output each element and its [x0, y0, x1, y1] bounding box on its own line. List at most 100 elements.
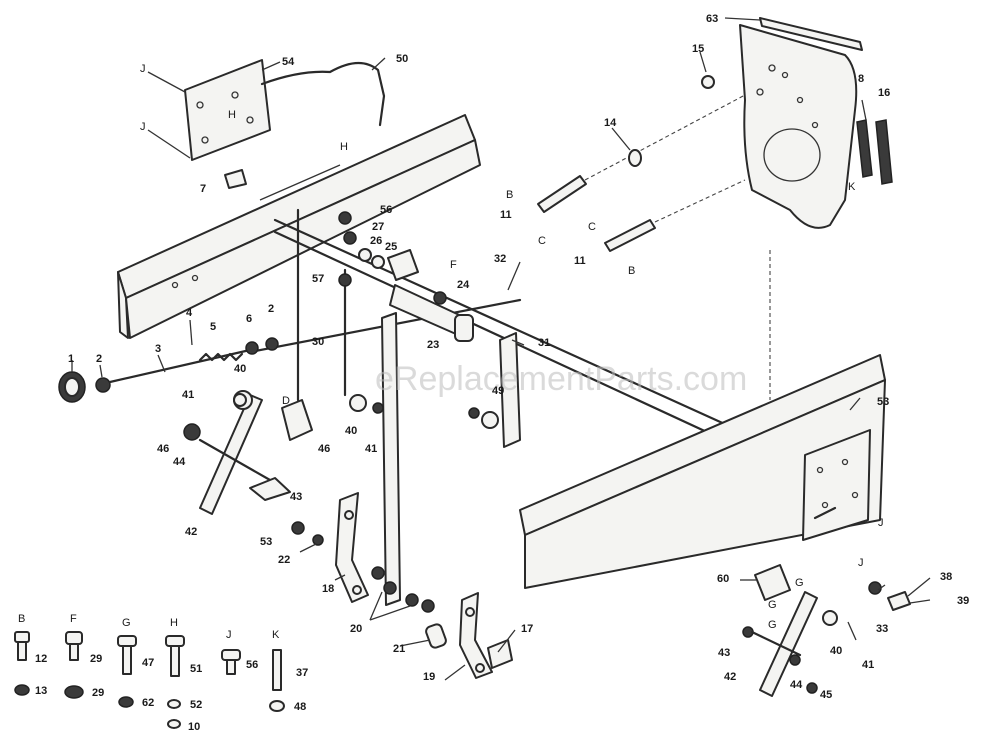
- callout-33: 33: [876, 623, 888, 635]
- tag-b1: B: [506, 189, 513, 201]
- callout-63: 63: [706, 13, 718, 25]
- legend-top-K: 37: [296, 667, 308, 679]
- callout-57: 57: [312, 273, 324, 285]
- callout-25: 25: [385, 241, 397, 253]
- callout-49: 49: [492, 385, 504, 397]
- legend-labels: B 12 13 F 29 29 G 47 62 H 51 52 J 56 10 …: [18, 613, 308, 733]
- callout-27: 27: [372, 221, 384, 233]
- callout-38: 38: [940, 571, 952, 583]
- callout-44b: 44: [790, 679, 803, 691]
- legend-top-F: 29: [90, 653, 102, 665]
- callout-16: 16: [878, 87, 890, 99]
- callout-40c: 40: [830, 645, 842, 657]
- tag-j2: J: [140, 121, 146, 133]
- tag-c2: C: [588, 221, 596, 233]
- top-fasteners: [338, 211, 447, 305]
- callout-2: 2: [96, 353, 102, 365]
- spacer-21: [425, 623, 447, 649]
- bell-crank-18: [335, 492, 369, 603]
- tag-j3: J: [878, 517, 884, 529]
- knob-rod-assembly: [58, 319, 279, 403]
- callout-14: 14: [604, 117, 617, 129]
- callout-43b: 43: [718, 647, 730, 659]
- callout-53b: 53: [877, 396, 889, 408]
- callout-50: 50: [396, 53, 408, 65]
- callout-46b: 46: [318, 443, 330, 455]
- legend-top-G: 47: [142, 657, 154, 669]
- callout-46a: 46: [157, 443, 169, 455]
- callout-40a: 40: [234, 363, 246, 375]
- upper-left-channel: [117, 114, 481, 339]
- tag-f1: F: [450, 259, 457, 271]
- tag-j4: J: [858, 557, 864, 569]
- callout-19: 19: [423, 671, 435, 683]
- legend-bottom-B: 13: [35, 685, 47, 697]
- legend-bottom-K: 48: [294, 701, 306, 713]
- legend-bolt-B: [14, 631, 30, 696]
- callout-42b: 42: [724, 671, 736, 683]
- legend-bolt-F: [64, 631, 84, 699]
- callout-18: 18: [322, 583, 334, 595]
- callout-23: 23: [427, 339, 439, 351]
- tag-d1: D: [282, 395, 290, 407]
- tag-h2: H: [340, 141, 348, 153]
- legend-letter-F: F: [70, 613, 77, 625]
- pins-11: [537, 75, 746, 252]
- bell-crank-19: [459, 592, 493, 679]
- callout-22: 22: [278, 554, 290, 566]
- legend-letter-H: H: [170, 617, 178, 629]
- tag-h1: H: [228, 109, 236, 121]
- callout-4: 4: [186, 307, 193, 319]
- callout-31: 31: [538, 337, 550, 349]
- legend-top-B: 12: [35, 653, 47, 665]
- tag-j1: J: [140, 63, 146, 75]
- legend-bolt-K: [269, 649, 285, 712]
- callout-56: 56: [380, 204, 392, 216]
- legend-bolt-H: [165, 635, 185, 729]
- legend-bottom-F: 29: [92, 687, 104, 699]
- legend-bolt-G: [117, 635, 137, 708]
- callout-54: 54: [282, 56, 295, 68]
- callout-26: 26: [370, 235, 382, 247]
- callout-45: 45: [820, 689, 832, 701]
- tag-g3: G: [768, 619, 777, 631]
- lower-right-channel: [519, 250, 886, 589]
- callout-numbers: 1 2 3 4 5 6 2 7 54 50 56 27 26 25 57 24 …: [68, 13, 969, 701]
- legend-top-J: 56: [246, 659, 258, 671]
- clip-7: [224, 169, 247, 189]
- callout-39: 39: [957, 595, 969, 607]
- side-plate-8: [739, 17, 863, 229]
- callout-21: 21: [393, 643, 405, 655]
- nut-53: [291, 521, 305, 535]
- callout-41c: 41: [862, 659, 874, 671]
- callout-3: 3: [155, 343, 161, 355]
- lever-arm-42-left: [183, 390, 313, 515]
- callout-43a: 43: [290, 491, 302, 503]
- tag-b2: B: [628, 265, 635, 277]
- nut-22: [312, 534, 324, 546]
- callout-41b: 41: [365, 443, 377, 455]
- callout-44a: 44: [173, 456, 186, 468]
- callout-24: 24: [457, 279, 470, 291]
- callout-5: 5: [210, 321, 216, 333]
- legend-bolt-J: [221, 649, 241, 675]
- callout-11b: 11: [574, 255, 586, 267]
- tag-k1: K: [848, 181, 856, 193]
- tag-c1: C: [538, 235, 546, 247]
- bolt-17: [487, 639, 513, 669]
- spring-rod-50: [260, 61, 386, 127]
- callout-2b: 2: [268, 303, 274, 315]
- letter-tags: J J H H B C C B K F D J J G G G: [140, 63, 884, 631]
- callout-42a: 42: [185, 526, 197, 538]
- callout-40b: 40: [345, 425, 357, 437]
- legend-bottom-J: 10: [188, 721, 200, 733]
- washers-20: [369, 566, 435, 621]
- callout-32: 32: [494, 253, 506, 265]
- leader-lines: [71, 17, 931, 681]
- callout-8: 8: [858, 73, 864, 85]
- callout-1: 1: [68, 353, 74, 365]
- mid-washers: [233, 393, 499, 429]
- callout-7: 7: [200, 183, 206, 195]
- legend-letter-B: B: [18, 613, 25, 625]
- legend-bottom-H: 52: [190, 699, 202, 711]
